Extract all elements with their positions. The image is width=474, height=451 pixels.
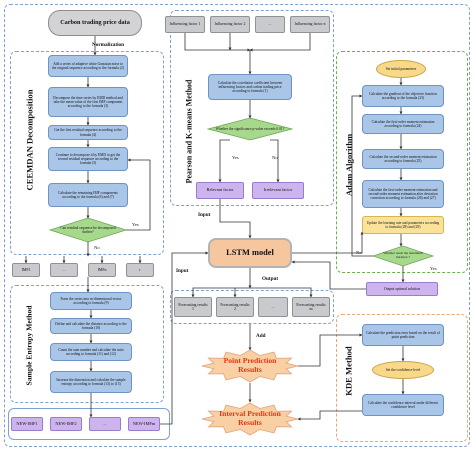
lstm-model: LSTM model <box>208 238 292 268</box>
output-label: Output <box>262 276 279 282</box>
ceemdan-step-1: Add a series of adaptive white Gaussian … <box>48 55 128 77</box>
factor-1: Influencing factor 1 <box>165 16 205 33</box>
pearson-title: Pearson and K-means Method <box>184 79 194 183</box>
point-prediction-star: Point Prediction Results <box>201 349 299 383</box>
adam-frame <box>336 51 468 273</box>
forecast-m: Forecasting results m <box>292 297 330 317</box>
pearson-frame <box>170 10 334 206</box>
ceemdan-step-2: Decompose the time series by EMD method … <box>48 87 128 117</box>
forecast-ellipsis: ... <box>258 297 288 317</box>
factor-2: Influencing factor 2 <box>210 16 250 33</box>
ceemdan-step-4: Continue to decompose it by EMD to get t… <box>48 147 128 171</box>
sample-entropy-title: Sample Entropy Method <box>24 304 34 386</box>
pearson-no: No <box>272 155 278 160</box>
add-label: Add <box>256 333 266 339</box>
imf-residual: r <box>126 263 154 277</box>
new-imf-1: NEW-IMF1 <box>11 417 43 431</box>
adam-step-4: Calculate the first-order moment estimat… <box>362 180 444 208</box>
new-imf-m: NEW-IMFm <box>128 417 160 431</box>
point-prediction-text: Point Prediction Results <box>223 356 277 374</box>
ceemdan-yes: Yes <box>132 222 139 227</box>
adam-step-3: Calculate the second-order moment estima… <box>362 149 444 169</box>
kde-step-2: Set the confidence level <box>372 361 434 379</box>
irrelevant-factor: Irrelevant factor <box>252 182 304 199</box>
interval-star-shape <box>201 402 299 436</box>
kde-frame <box>336 314 468 442</box>
ceemdan-step-5: Calculate the remaining IMF components a… <box>48 183 128 207</box>
adam-output: Output optimal solution <box>366 282 438 296</box>
new-imf-2: NEW-IMF2 <box>50 417 82 431</box>
relevant-factor: Relevant factor <box>196 182 244 199</box>
input-left-label: Input <box>176 268 189 274</box>
adam-step-2: Calculate the first-order moment estimat… <box>362 114 444 134</box>
input-top-label: Input <box>198 212 211 218</box>
kde-step-3: Calculate the confidence interval under … <box>362 394 444 416</box>
imf-ellipsis: ... <box>50 263 78 277</box>
ceemdan-no: No <box>94 245 100 250</box>
new-imf-ellipsis: ... <box>89 417 121 431</box>
forecast-1: Forecasting results 1 <box>174 297 212 317</box>
adam-yes: Yes <box>430 266 437 271</box>
adam-no: No <box>356 250 362 255</box>
se-step-1: Form the series into m-dimensional vecto… <box>50 292 132 310</box>
se-step-2: Define and calculate the distance accord… <box>50 318 132 334</box>
se-step-4: Increase the dimension and calculate the… <box>50 371 132 393</box>
interval-prediction-star: Interval Prediction Results <box>201 402 299 436</box>
outer-frame <box>4 4 470 447</box>
adam-step-5: Update the learning rate and parameters … <box>362 216 444 234</box>
point-star-shape <box>201 349 299 383</box>
adam-init: Set initial parameters <box>376 60 426 78</box>
imf-n: IMFn <box>88 263 116 277</box>
start-oval: Carbon trading price data <box>48 10 142 36</box>
pearson-yes: Yes <box>232 155 239 160</box>
factor-ellipsis: ... <box>255 16 285 33</box>
adam-title: Adam Algorithm <box>344 133 354 197</box>
ceemdan-step-3: Get the first residual sequence accordin… <box>48 125 128 140</box>
ceemdan-title: CEEMDAN Decomposition <box>24 89 35 191</box>
adam-step-1: Calculate the gradient of the objective … <box>362 85 444 107</box>
interval-prediction-text: Interval Prediction Results <box>219 409 281 427</box>
normalization-label: Normalization <box>92 42 124 48</box>
kde-title: KDE Method <box>344 346 355 396</box>
forecast-2: Forecasting results 2 <box>216 297 254 317</box>
se-step-3: Count the sum number and calculate the r… <box>50 343 132 361</box>
kde-step-1: Calculate the prediction error based on … <box>362 324 444 346</box>
pearson-step: Calculate the correlation coefficient be… <box>208 74 292 100</box>
factor-n: Influencing factor n <box>290 16 330 33</box>
imf-1: IMF1 <box>12 263 40 277</box>
